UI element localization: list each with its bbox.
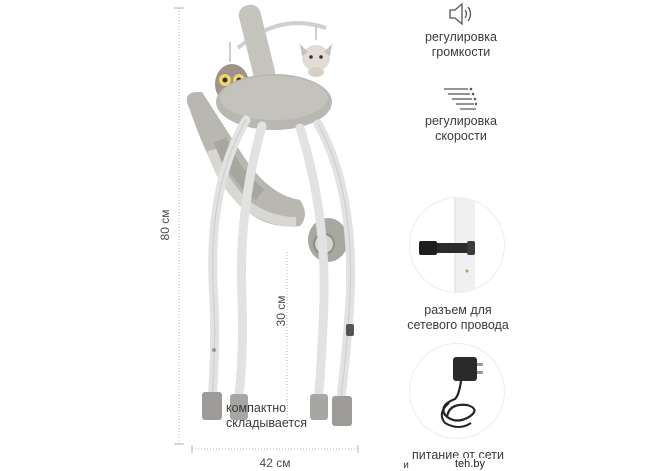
power-adapter-photo [409,343,505,439]
height-dimension-line [174,7,184,445]
connector-photo [409,197,505,293]
speed-feature: регулировка скорости [420,86,580,156]
power-caption-continuation: и [403,460,409,471]
volume-feature: регулировка громкости [420,0,580,64]
fox-toy-icon [300,26,332,77]
seat-height-dimension-label: 30 см [274,295,288,327]
width-dimension-line [191,445,359,453]
height-dimension-label: 80 см [158,209,172,241]
power-adapter-icon [440,357,483,428]
connector-caption: разъем для сетевого провода [407,303,509,332]
speaker-icon [449,2,472,26]
power-jack-icon [419,197,475,293]
width-dimension-label: 42 см [259,456,291,470]
watermark-logo: teh.by [452,458,488,470]
baby-swing-illustration [186,4,356,426]
seat-height-dimension-line [286,252,288,418]
folding-caption: компактно складывается [226,401,307,430]
speed-lines-icon [444,87,478,110]
